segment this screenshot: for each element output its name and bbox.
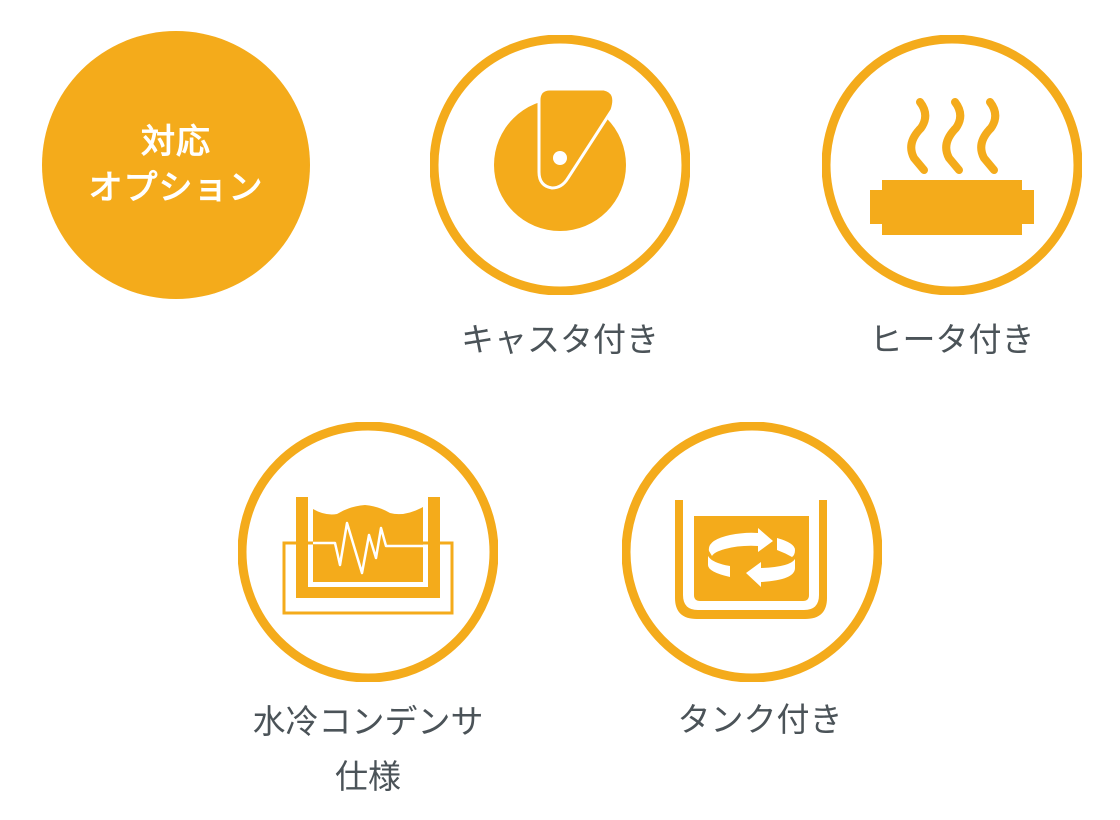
option-tank	[622, 422, 882, 682]
option-water-cooled-condenser	[238, 422, 498, 682]
option-caster-label: キャスタ付き	[461, 320, 659, 359]
option-heater	[822, 35, 1082, 295]
option-caster	[430, 35, 690, 295]
option-heater-label: ヒータ付き	[869, 320, 1035, 359]
heading-line2: オプション	[88, 168, 264, 208]
water-cooled-condenser-icon	[238, 422, 498, 682]
heater-icon	[822, 35, 1082, 295]
heading-line1: 対応	[141, 122, 211, 162]
label-line2: 仕様	[335, 757, 401, 796]
tank-icon	[622, 422, 882, 682]
caster-icon	[430, 35, 690, 295]
option-water-cooled-condenser-label: 水冷コンデンサ 仕様	[208, 694, 528, 804]
options-heading-badge: 対応 オプション	[42, 31, 310, 299]
label-line1: 水冷コンデンサ	[252, 702, 484, 741]
option-tank-label: タンク付き	[677, 700, 843, 739]
